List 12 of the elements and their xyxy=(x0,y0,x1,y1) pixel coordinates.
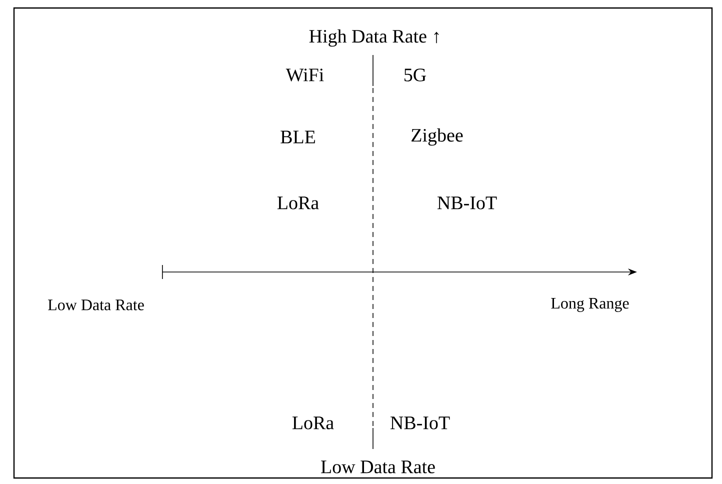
axis-label: Low Data Rate xyxy=(321,460,435,474)
protocol-label: BLE xyxy=(280,130,315,144)
protocol-label: WiFi xyxy=(286,68,324,82)
axis-label: Low Data Rate xyxy=(48,300,144,310)
protocol-label: LoRa xyxy=(292,416,334,430)
protocol-label: 5G xyxy=(404,68,426,82)
axis-label: High Data Rate ↑ xyxy=(309,29,439,47)
protocol-label: LoRa xyxy=(277,196,319,210)
axis-label: Long Range xyxy=(551,298,629,312)
protocol-label: NB-IoT xyxy=(437,196,497,210)
protocol-label: Zigbee xyxy=(412,128,463,146)
protocol-label: NB-IoT xyxy=(390,416,450,430)
